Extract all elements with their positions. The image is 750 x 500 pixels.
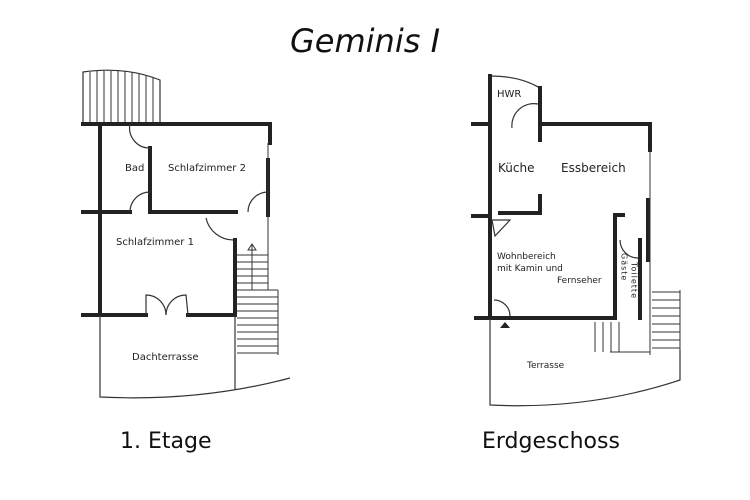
room-label-wohnbereich-line3: Fernseher — [557, 276, 602, 286]
room-label-schlafzimmer-2: Schlafzimmer 2 — [168, 163, 246, 174]
ground-floor-plan: HWR Küche Essbereich Wohnbereich mit Kam… — [471, 74, 681, 407]
room-label-hwr: HWR — [497, 89, 521, 100]
room-label-gaeste: Gäste — [620, 253, 629, 281]
balcony — [82, 69, 161, 123]
room-label-wohnbereich: Wohnbereich — [497, 252, 556, 262]
staircase — [237, 143, 279, 355]
room-label-essbereich: Essbereich — [561, 161, 626, 175]
floor-label-erdgeschoss: Erdgeschoss — [482, 429, 620, 454]
floor-label-1-etage: 1. Etage — [120, 429, 212, 454]
room-label-bad: Bad — [125, 163, 144, 174]
plan-title: Geminis I — [290, 22, 440, 60]
room-label-terrasse: Terrasse — [526, 361, 565, 371]
staircase — [594, 150, 681, 355]
upper-floor-plan: Bad Schlafzimmer 2 Schlafzimmer 1 Dachte… — [81, 69, 291, 399]
room-label-schlafzimmer-1: Schlafzimmer 1 — [116, 237, 194, 248]
room-label-dachterrasse: Dachterrasse — [132, 352, 198, 363]
room-label-kueche: Küche — [498, 161, 534, 175]
room-label-wohnbereich-line2: mit Kamin und — [497, 264, 563, 274]
room-label-toilette: Toilette — [630, 261, 639, 299]
